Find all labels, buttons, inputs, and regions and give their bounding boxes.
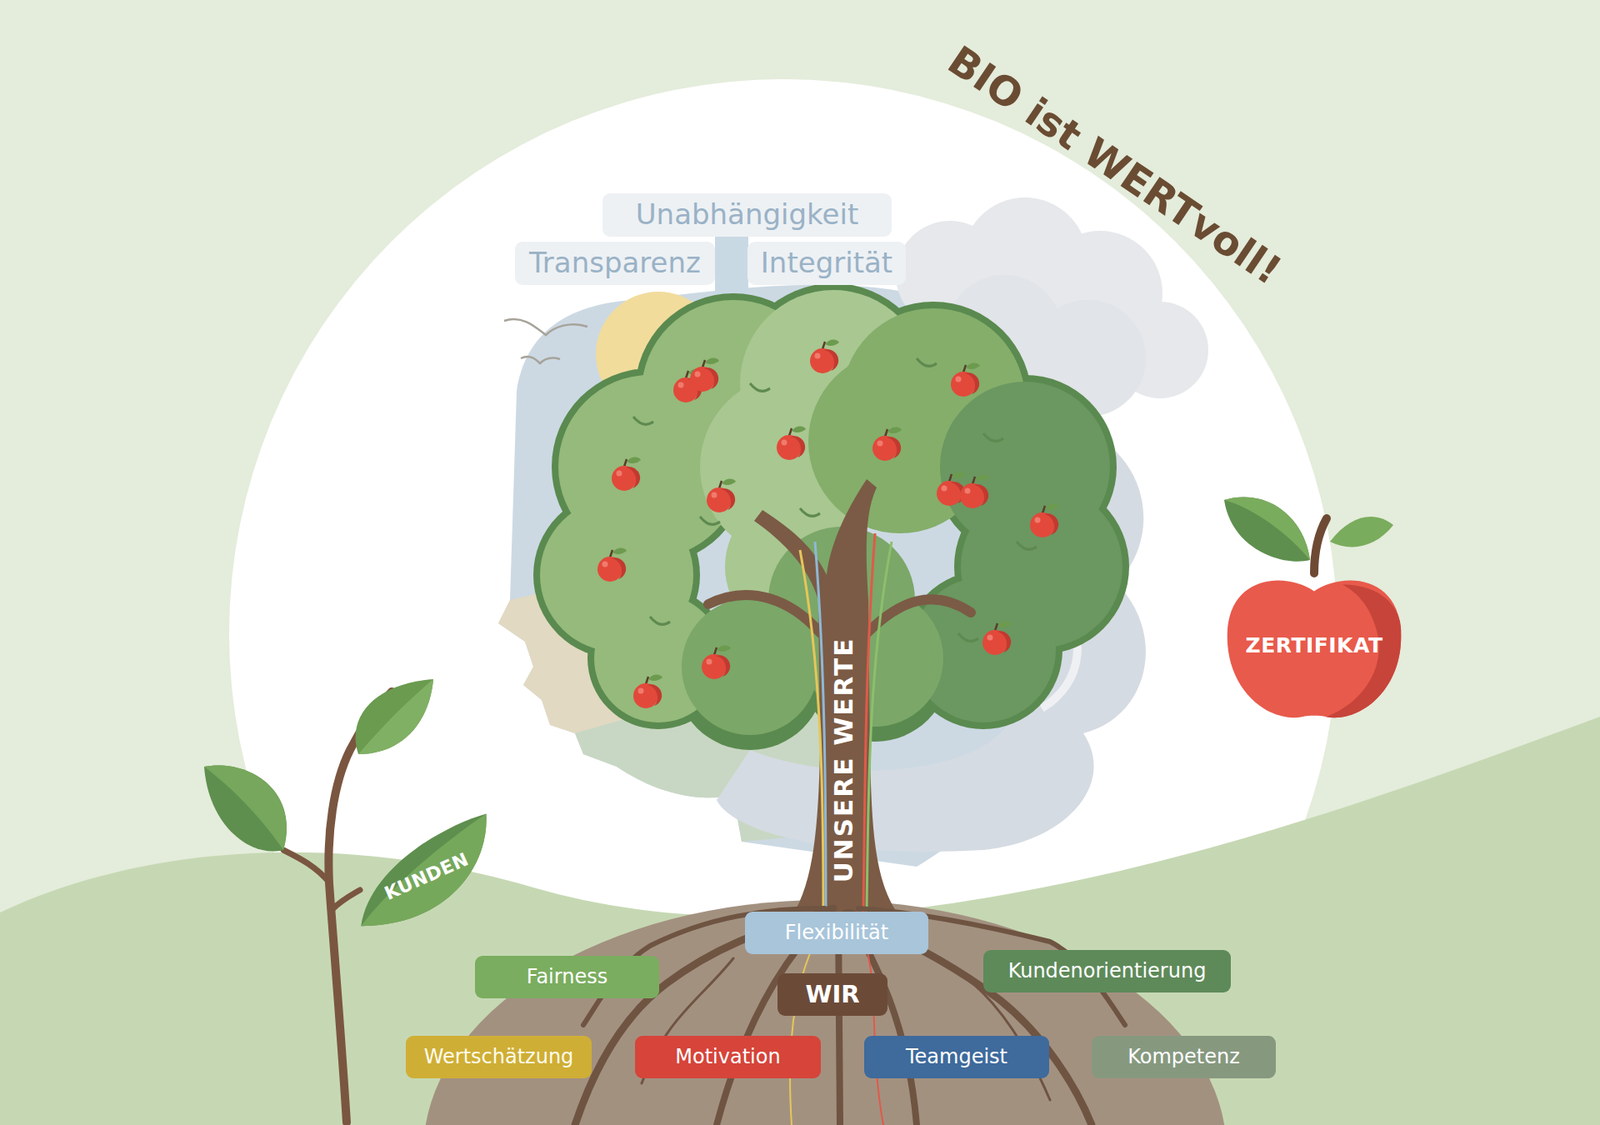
apples (872, 427, 902, 462)
node-label: Transparenz (529, 246, 701, 280)
seedling (283, 850, 330, 884)
apple-stem-leaves (1330, 516, 1394, 547)
node-label: Flexibilität (785, 921, 889, 945)
value-root-box: WIR (777, 973, 888, 1016)
trunk-label: UNSERE WERTE (828, 637, 859, 884)
seedling (331, 890, 360, 910)
tree-trunk (708, 479, 971, 917)
seedling (204, 765, 287, 851)
node-label: Integrität (760, 246, 893, 280)
value-root-box: Kundenorientierung (983, 950, 1231, 993)
value-root-box: Kompetenz (1091, 1035, 1276, 1079)
apples (982, 621, 1012, 656)
apples (776, 426, 806, 461)
apples (701, 645, 731, 680)
value-cloud-box: Unabhängigkeit (602, 193, 892, 237)
tree-trunk (708, 595, 821, 634)
tree-trunk (866, 541, 892, 913)
apple-stem-leaves (1224, 497, 1310, 560)
apples (960, 475, 990, 510)
clouds (716, 197, 1209, 852)
tree-crown (633, 416, 654, 425)
tree-crown (916, 358, 937, 366)
node-label: Unabhängigkeit (635, 198, 860, 231)
tree-crown (958, 633, 979, 641)
value-root-box: Fairness (475, 955, 660, 999)
node-label: Motivation (675, 1045, 780, 1070)
tree-crown (983, 433, 1004, 441)
apple-fill (1227, 580, 1402, 718)
tree-crown (650, 616, 670, 625)
apple-stem-leaves (1224, 497, 1310, 562)
birds (504, 319, 588, 364)
apples (611, 457, 641, 492)
value-root-box: Wertschätzung (405, 1035, 592, 1079)
apples (633, 675, 663, 710)
apples (1030, 504, 1060, 539)
ground (0, 716, 1600, 1125)
node-label: Fairness (526, 965, 608, 990)
value-root-box: Motivation (635, 1035, 821, 1079)
value-root-box: Teamgeist (864, 1035, 1050, 1079)
node-label: Wertschätzung (424, 1045, 575, 1070)
certificate-apple: ZERTIFIKAT (1220, 568, 1408, 724)
value-root-box: Flexibilität (745, 911, 929, 955)
apples (950, 363, 980, 398)
apple-stem-leaves (1314, 518, 1327, 574)
value-cloud-box: Transparenz (515, 241, 715, 285)
node-label: WIR (805, 980, 860, 1009)
apple-stem-leaves (1224, 497, 1394, 574)
value-cloud-box: Integrität (747, 241, 906, 285)
apples (690, 358, 720, 393)
node-label: Kompetenz (1127, 1045, 1240, 1070)
seedling (358, 679, 434, 755)
tree-crown (800, 508, 820, 516)
tree-trunk (863, 533, 875, 913)
tree-crown (1016, 541, 1037, 550)
tree-trunk (815, 541, 826, 913)
tree-crown (700, 516, 720, 525)
ground (0, 716, 1600, 1125)
leaf-fill (339, 811, 513, 939)
seedling (355, 679, 434, 755)
leaf-fill (340, 813, 513, 939)
roots (575, 908, 1125, 1125)
tree-trunk (754, 479, 900, 917)
birds (520, 356, 560, 364)
apples (810, 340, 840, 375)
seedling (204, 765, 287, 850)
node-label: ZERTIFIKAT (1245, 634, 1384, 659)
ground (423, 900, 1227, 1125)
tree-crown (750, 383, 770, 391)
birds (504, 319, 588, 335)
apples (706, 479, 736, 514)
node-label: Teamgeist (905, 1045, 1008, 1070)
node-label: Kundenorientierung (1008, 960, 1207, 984)
apples (597, 548, 627, 583)
tree-crown (910, 381, 1123, 723)
